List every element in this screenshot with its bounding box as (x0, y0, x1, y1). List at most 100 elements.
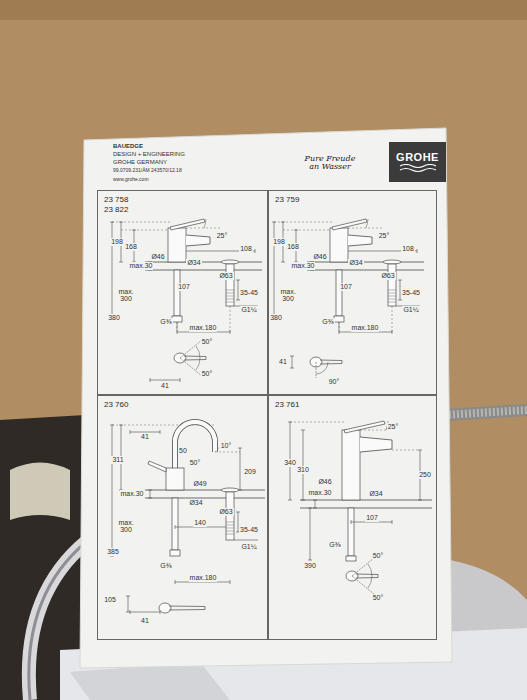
slogan: Pure Freude an Wasser (302, 155, 358, 172)
dimension-label: 385 (106, 548, 120, 555)
part-outline (336, 270, 342, 316)
drawing-line (307, 270, 424, 271)
dimension-label: Ø49 (192, 480, 207, 487)
drawing-line (226, 534, 234, 535)
dimension-label: G1¼ (240, 306, 257, 313)
logo-waves (398, 164, 438, 173)
drawing-line (398, 280, 402, 281)
drawing-line (226, 522, 234, 523)
drawing-outline (320, 360, 342, 364)
part-outline (172, 498, 178, 550)
part-outline (166, 468, 184, 490)
spout-fill (175, 422, 215, 470)
dimension-label: 50° (189, 459, 202, 466)
drawing-outline (360, 437, 392, 452)
drawing-line (160, 610, 161, 614)
cardboard-edge (0, 0, 527, 20)
instruction-sheet (80, 128, 452, 668)
drawing-line (307, 262, 424, 263)
model-number: 23 759 (275, 195, 430, 205)
model-number: 23 761 (275, 400, 430, 410)
drawing-line (126, 596, 130, 597)
chrome-part (450, 560, 527, 640)
drawing-line (339, 322, 340, 334)
drawing-line (180, 378, 181, 382)
part-outline (342, 430, 360, 500)
drawing-line (121, 230, 168, 231)
dimension-label: G1¼ (240, 543, 257, 550)
drawing-line (315, 500, 316, 508)
dimension-label: Ø34 (188, 499, 203, 506)
drawing-line (112, 425, 113, 556)
drawing-line (290, 356, 294, 357)
drawing-line (148, 498, 152, 499)
dimension-label: 198 (110, 238, 124, 245)
dimension-label: max.180 (189, 324, 218, 331)
dimension-label: 10° (220, 442, 233, 449)
drain-flange (383, 260, 401, 264)
drawing-line (240, 448, 241, 490)
drawing-outline (316, 362, 328, 374)
drawing-outline (344, 421, 385, 433)
dimension-label: 380 (107, 314, 121, 321)
drawing-line (150, 378, 151, 382)
drawing-line (230, 306, 231, 334)
drawing-outline (184, 356, 206, 360)
drawing-outline (170, 219, 205, 230)
dimension-label: 250 (418, 471, 432, 478)
dimension-label: 50 (178, 447, 188, 454)
drawing-line (388, 290, 396, 291)
drawing-line (128, 596, 129, 612)
dimension-label: Ø63 (218, 508, 233, 515)
dimension-label: 105 (103, 596, 117, 603)
drawing-line (226, 302, 234, 303)
drawing-line (226, 293, 234, 294)
part-outline (172, 316, 182, 322)
drawing-line (392, 520, 393, 524)
dimension-label: Ø46 (312, 253, 327, 260)
drawing-line (175, 525, 176, 529)
drawing-line (303, 430, 304, 500)
drawing-line (313, 500, 317, 501)
drawing-outline (204, 219, 206, 228)
drawing-line (145, 490, 265, 491)
dimension-label: Ø63 (218, 272, 233, 279)
dimension-label: 108 (239, 245, 253, 252)
dimension-label: 35-45 (401, 289, 421, 296)
dimension-label: max.30 (291, 262, 316, 269)
dimension-label: max.30 (308, 489, 333, 496)
dimension-label: 50° (372, 552, 385, 559)
drawing-outline (332, 219, 367, 230)
dimension-label: G1¼ (402, 306, 419, 313)
brand-name: GROHE (396, 151, 439, 163)
drawing-line (274, 222, 275, 320)
plan-view-body (159, 603, 171, 613)
dimension-label: 168 (286, 243, 300, 250)
dimension-label: 107 (339, 283, 353, 290)
drawing-line (180, 340, 202, 358)
logo-wave (400, 164, 436, 167)
dimension-label: max. 300 (116, 519, 136, 534)
drawing-line (352, 558, 374, 576)
drawing-line (398, 300, 402, 301)
header-text: GROHE GERMANY (112, 159, 168, 165)
braided-hose (445, 410, 527, 415)
drawing-line (392, 306, 393, 334)
dimension-label: 41 (140, 433, 150, 440)
dimension-label: G⅜ (321, 318, 334, 325)
drawing-line (300, 508, 432, 509)
dimension-label: 311 (111, 456, 124, 463)
drawing-line (230, 580, 231, 584)
part-outline (226, 492, 234, 540)
part-outline (170, 550, 180, 556)
dimension-label: 25° (378, 232, 391, 239)
drawing-line (301, 430, 305, 431)
dimension-label: 25° (216, 232, 229, 239)
drawing-line (290, 368, 294, 369)
drawing-outline (169, 606, 205, 610)
dimension-label: max. 300 (116, 288, 136, 303)
drawing-line (351, 520, 352, 524)
drawing-line (388, 299, 396, 300)
